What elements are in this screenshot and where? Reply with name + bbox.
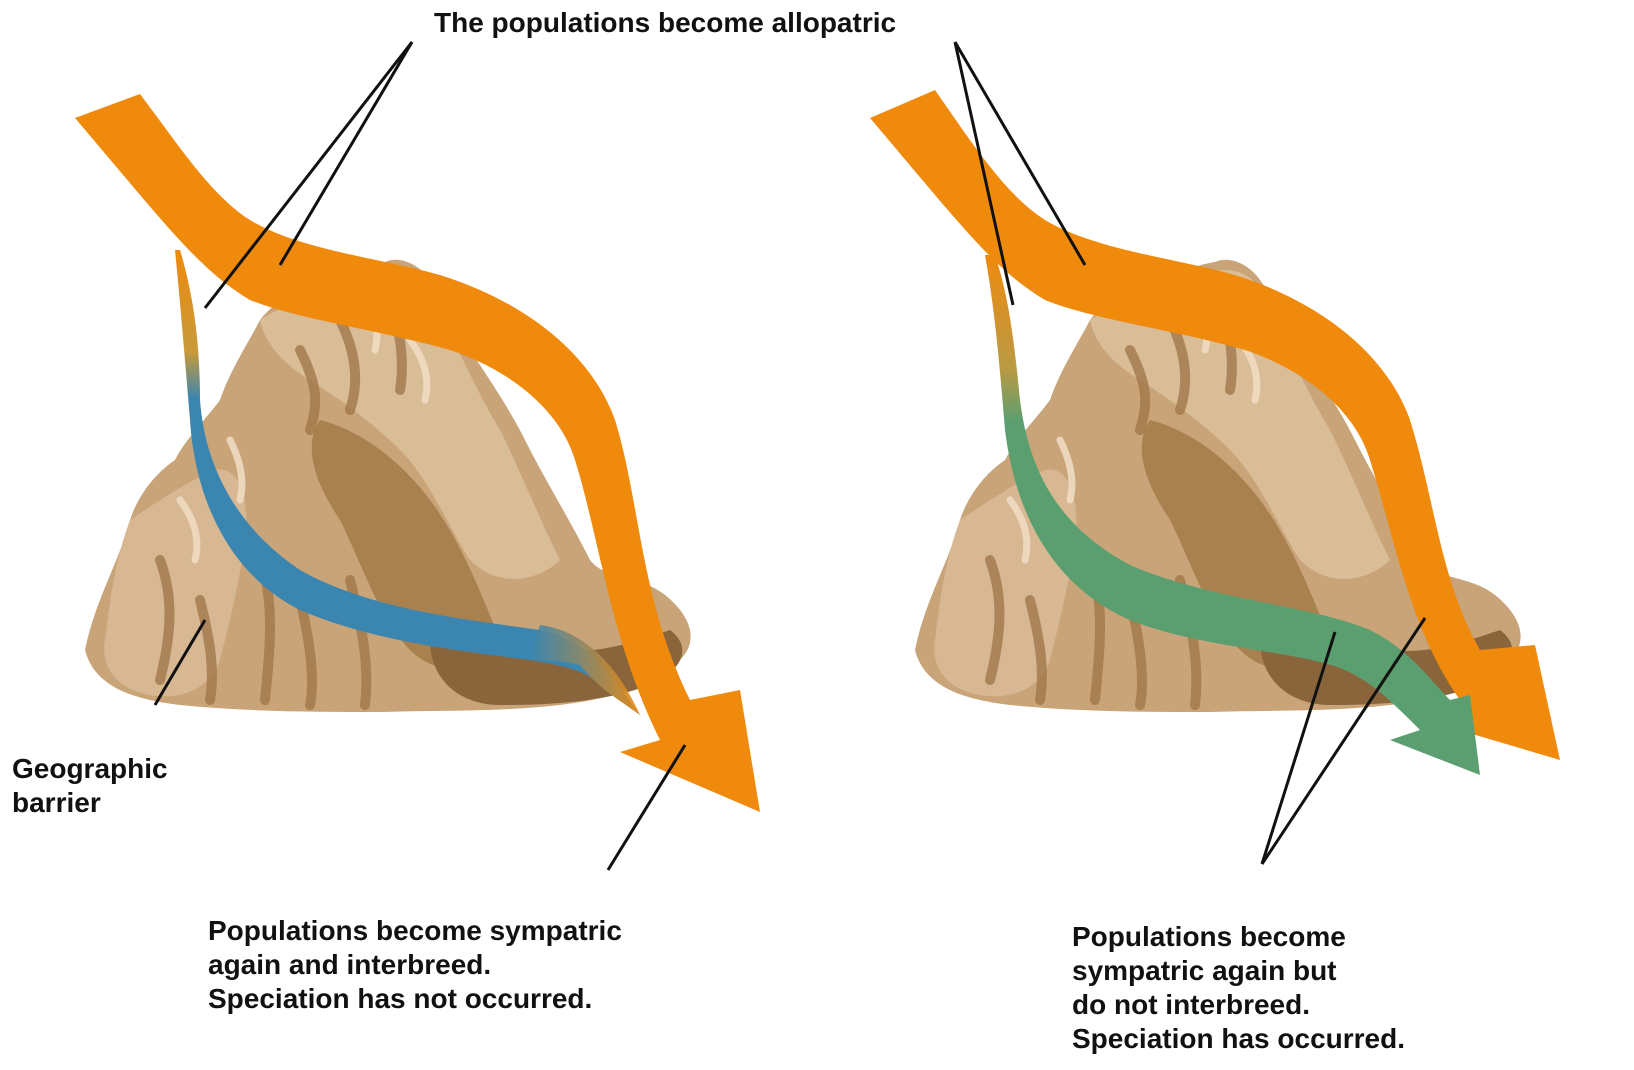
- right-caption: Populations become sympatric again but d…: [1072, 920, 1405, 1056]
- allopatric-label-text: The populations become allopatric: [434, 6, 896, 40]
- geographic-barrier-label: Geographic barrier: [12, 752, 168, 820]
- leader-line-left-caption: [608, 745, 685, 870]
- right-caption-line-2: sympatric again but: [1072, 954, 1405, 988]
- left-caption-line-2: again and interbreed.: [208, 948, 622, 982]
- right-caption-line-3: do not interbreed.: [1072, 988, 1405, 1022]
- right-caption-line-1: Populations become: [1072, 920, 1405, 954]
- left-caption: Populations become sympatric again and i…: [208, 914, 622, 1016]
- barrier-label-line-1: Geographic: [12, 752, 168, 786]
- left-caption-line-3: Speciation has not occurred.: [208, 982, 622, 1016]
- allopatric-label: The populations become allopatric: [434, 6, 896, 40]
- right-caption-line-4: Speciation has occurred.: [1072, 1022, 1405, 1056]
- left-caption-line-1: Populations become sympatric: [208, 914, 622, 948]
- leader-line-allopatric-2: [280, 42, 412, 265]
- left-panel: [75, 94, 760, 812]
- right-panel: [870, 90, 1560, 775]
- barrier-label-line-2: barrier: [12, 786, 168, 820]
